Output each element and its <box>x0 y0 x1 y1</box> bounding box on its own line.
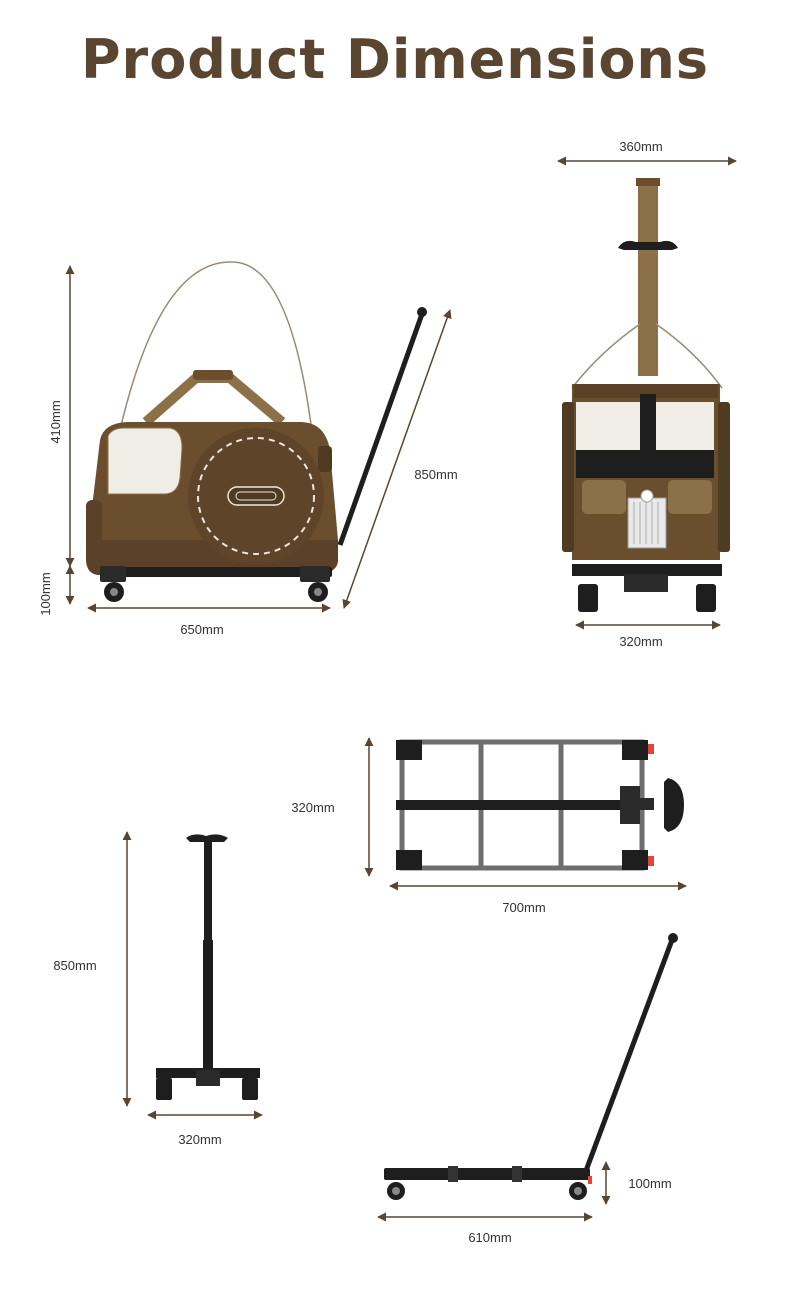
label-rod-height: 850mm <box>53 958 96 973</box>
label-front-top-width: 360mm <box>619 139 662 154</box>
front-view-carrier <box>562 178 730 612</box>
rod-stand <box>156 834 260 1100</box>
label-front-base-width: 320mm <box>619 634 662 649</box>
side-view-carrier <box>86 261 427 602</box>
label-cart-length: 610mm <box>468 1230 511 1245</box>
label-cart-wheel-height: 100mm <box>628 1176 671 1191</box>
label-side-length: 650mm <box>180 622 223 637</box>
label-top-frame-length: 700mm <box>502 900 545 915</box>
page-title: Product Dimensions <box>80 28 710 91</box>
label-top-frame-width: 320mm <box>291 800 334 815</box>
label-side-wheel-height: 100mm <box>38 572 53 615</box>
cart-side <box>384 933 678 1200</box>
label-rod-base-width: 320mm <box>178 1132 221 1147</box>
label-side-height: 410mm <box>48 400 63 443</box>
label-handle-length: 850mm <box>414 467 457 482</box>
top-view-frame <box>396 739 684 871</box>
